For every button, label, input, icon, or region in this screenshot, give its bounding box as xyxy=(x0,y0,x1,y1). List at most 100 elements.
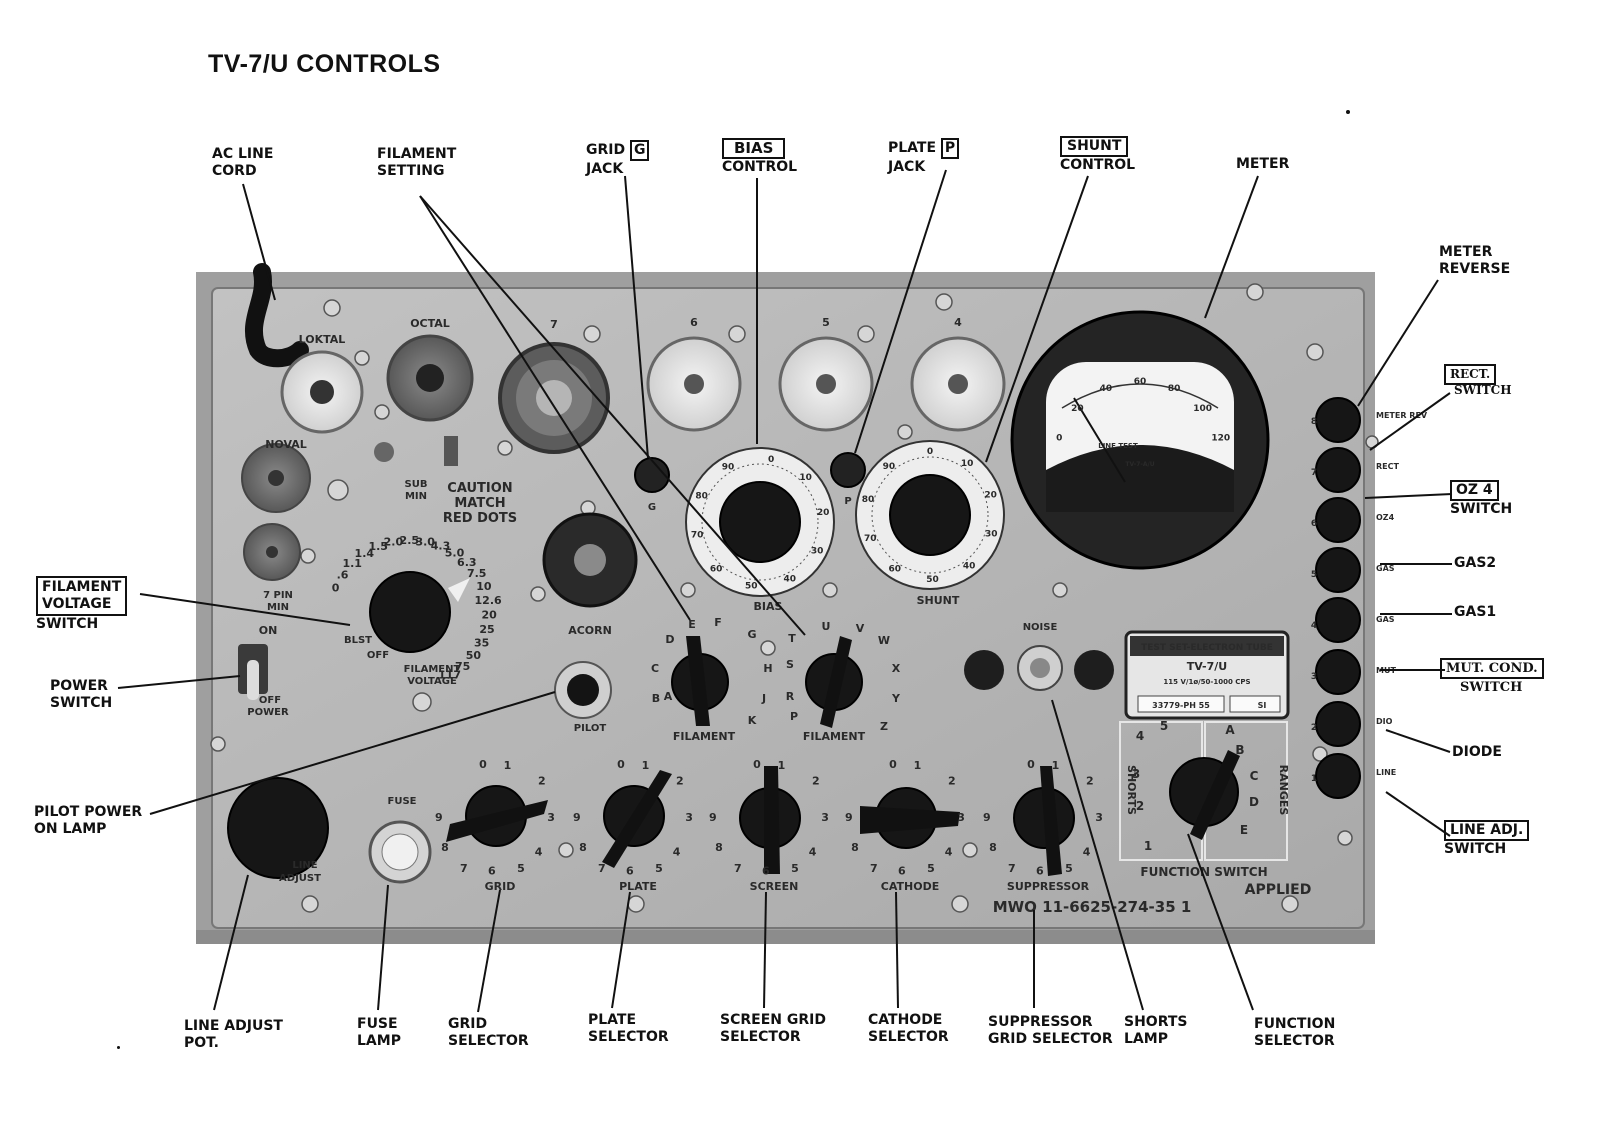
noise-jacks xyxy=(964,645,1114,691)
selector-0-pos-0: 0 xyxy=(479,758,487,771)
fv-mark-6: 2.5 xyxy=(400,534,420,547)
meter-tick-5: 100 xyxy=(1193,404,1212,414)
selector-2-pos-9: 9 xyxy=(709,811,717,824)
selector-1-pos-3: 3 xyxy=(685,811,693,824)
label-filament-voltage-1: FILAMENT xyxy=(404,664,461,675)
fil-letter-mid-5: T xyxy=(788,632,796,645)
label-socket-7: 7 xyxy=(550,318,558,331)
selector-2-pos-5: 5 xyxy=(791,862,799,875)
fv-mark-15: 25 xyxy=(479,623,494,636)
bias-tick-7: 70 xyxy=(691,530,704,540)
shunt-tick-8: 80 xyxy=(862,495,875,505)
label-socket-6: 6 xyxy=(690,316,698,329)
grid-jack-socket xyxy=(634,457,670,493)
callout-filament-setting: FILAMENT SETTING xyxy=(377,146,457,179)
leader-oz4-switch xyxy=(1364,493,1453,499)
selector-label-3: CATHODE xyxy=(881,880,939,893)
selector-4-pos-9: 9 xyxy=(983,811,991,824)
leader-plate-jack xyxy=(854,169,947,454)
selector-0-pos-4: 4 xyxy=(535,845,543,858)
selector-3-pos-6: 6 xyxy=(898,865,906,878)
label-min: MIN xyxy=(405,491,427,502)
selector-0-pos-6: 6 xyxy=(488,865,496,878)
shunt-tick-5: 50 xyxy=(926,575,939,585)
fil-letter-mid-0: H xyxy=(763,662,772,675)
selector-0-pos-5: 5 xyxy=(517,862,525,875)
fil-letter-mid-2: K xyxy=(748,714,757,727)
label-shorts: SHORTS xyxy=(1125,765,1138,815)
ranges-letter-3: D xyxy=(1249,795,1259,809)
leader-grid-jack xyxy=(624,175,649,459)
callout-oz4-switch: OZ 4 SWITCH xyxy=(1450,480,1513,517)
selector-0-pos-1: 1 xyxy=(504,759,512,772)
bias-dial xyxy=(685,447,835,597)
shunt-tick-7: 70 xyxy=(864,534,877,544)
right-switch-label-3: GAS xyxy=(1376,564,1395,573)
page-title: TV-7/U CONTROLS xyxy=(208,50,441,78)
socket-6 xyxy=(646,336,742,432)
label-filament-right: FILAMENT xyxy=(803,730,866,743)
seven-socket xyxy=(498,342,610,454)
selector-label-0: GRID xyxy=(485,880,516,893)
callout-gas1: GAS1 xyxy=(1454,604,1497,620)
callout-plate-jack: PLATE P JACK xyxy=(888,138,960,176)
fil-letter-right-0: P xyxy=(790,710,798,723)
fv-mark-4: 1.5 xyxy=(368,540,388,553)
fv-mark-11: 7.5 xyxy=(467,567,487,580)
leader-fuse-lamp xyxy=(377,884,389,1011)
meter-assembly xyxy=(1010,310,1270,570)
shunt-tick-0: 0 xyxy=(927,447,933,457)
selector-label-1: PLATE xyxy=(619,880,657,893)
meter-tick-0: 0 xyxy=(1056,434,1062,444)
leader-filament-setting-b xyxy=(419,195,806,636)
leader-function-selector xyxy=(1187,833,1254,1011)
shunt-tick-1: 10 xyxy=(961,459,974,469)
selector-0-pos-3: 3 xyxy=(547,811,555,824)
selector-4-pos-2: 2 xyxy=(1086,775,1094,788)
right-switch-number-5: 3 xyxy=(1311,672,1317,682)
label-loktal: LOKTAL xyxy=(299,333,346,346)
shorts-num-1: 2 xyxy=(1136,799,1144,813)
label-line: LINE xyxy=(292,860,317,871)
selector-3-pos-9: 9 xyxy=(845,811,853,824)
socket-4 xyxy=(910,336,1006,432)
leader-line-adjust-pot xyxy=(213,874,249,1011)
callout-fuse-lamp: FUSE LAMP xyxy=(357,1016,401,1049)
bias-tick-8: 80 xyxy=(695,492,708,502)
leader-ac-line-cord xyxy=(242,183,276,301)
label-7pin-min: MIN xyxy=(267,602,289,613)
fv-mark-5: 2.0 xyxy=(384,536,404,549)
leader-diode xyxy=(1385,729,1451,753)
callout-shunt-control: SHUNT CONTROL xyxy=(1060,136,1136,173)
label-sub: SUB xyxy=(405,479,428,490)
label-g-jack: G xyxy=(648,502,656,513)
callout-meter-reverse: METER REVERSE xyxy=(1439,244,1511,277)
caution-text-2: RED DOTS xyxy=(443,511,517,526)
selector-1-pos-1: 1 xyxy=(642,759,650,772)
fv-mark-9: 5.0 xyxy=(445,547,465,560)
fil-letter-mid-4: S xyxy=(786,658,794,671)
selector-4-pos-7: 7 xyxy=(1008,862,1016,875)
callout-gas2: GAS2 xyxy=(1454,555,1497,571)
fil-letter-right-2: V xyxy=(856,622,865,635)
loktal-socket xyxy=(280,350,364,434)
fv-mark-12: 10 xyxy=(476,580,492,593)
selector-1-pos-7: 7 xyxy=(598,862,606,875)
bias-tick-5: 50 xyxy=(745,581,758,591)
callout-line-adjust-pot: LINE ADJUST POT. xyxy=(184,1018,283,1051)
ranges-letter-0: A xyxy=(1225,723,1235,737)
selector-2-pos-7: 7 xyxy=(734,862,742,875)
leader-plate-selector xyxy=(611,891,631,1009)
meter-tick-4: 80 xyxy=(1168,384,1181,394)
fv-mark-17: 50 xyxy=(466,649,482,662)
callout-function-selector: FUNCTION SELECTOR xyxy=(1254,1016,1336,1049)
selector-0-pos-9: 9 xyxy=(435,811,443,824)
bias-tick-2: 20 xyxy=(817,508,830,518)
selector-2-pos-8: 8 xyxy=(715,841,723,854)
plate-selector-knob xyxy=(602,770,672,868)
selector-1-pos-6: 6 xyxy=(626,865,634,878)
bias-tick-3: 30 xyxy=(811,547,824,557)
callout-diode: DIODE xyxy=(1452,744,1502,760)
